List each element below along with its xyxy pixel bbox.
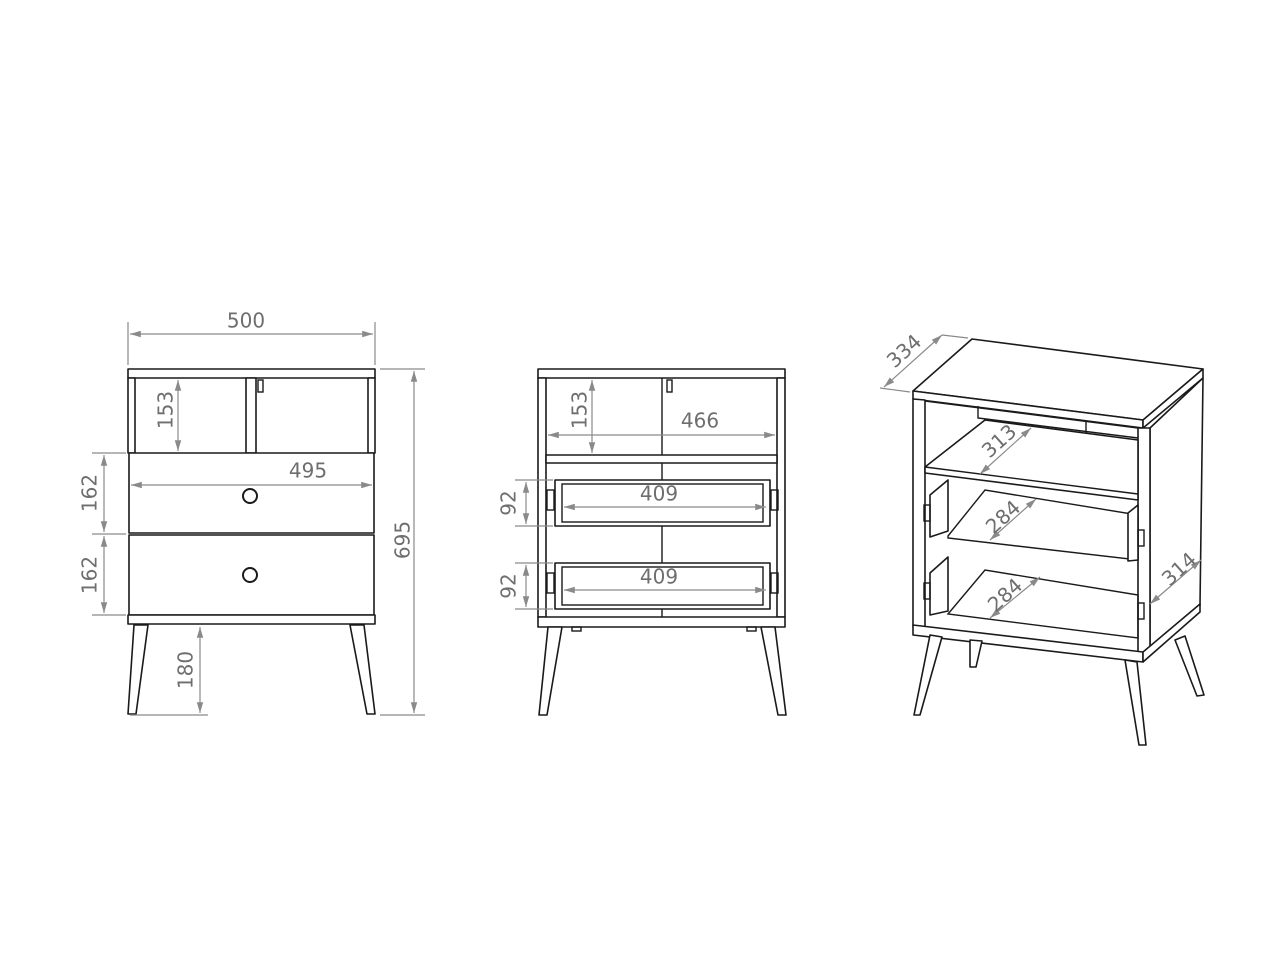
knob-icon bbox=[242, 488, 258, 504]
iso-drawer-top-side bbox=[929, 479, 949, 538]
front-open-view: 153 466 409 409 92 92 bbox=[497, 368, 787, 716]
dim-leg-height: 180 bbox=[174, 651, 198, 689]
dim-drawer-top-inner-width: 409 bbox=[640, 482, 678, 506]
dim-drawer-bottom-depth: 284 bbox=[983, 573, 1027, 616]
dim-drawer-top-height: 162 bbox=[78, 474, 102, 512]
plinth bbox=[127, 614, 376, 625]
iso-plinth bbox=[912, 624, 1144, 663]
drawer-box-bottom bbox=[554, 562, 771, 610]
dim-width-total: 500 bbox=[227, 309, 265, 333]
dim-height-total: 695 bbox=[391, 521, 415, 559]
left-front-edge bbox=[912, 398, 926, 629]
shelf bbox=[545, 454, 778, 464]
lock-detail bbox=[257, 379, 264, 393]
dim-drawer-bottom-inner-width: 409 bbox=[640, 565, 678, 589]
right-side bbox=[367, 377, 376, 454]
drawer-front-bottom bbox=[128, 534, 375, 616]
isometric-view: 334 313 284 284 314 bbox=[879, 329, 1205, 746]
dim-drawer-bottom-height: 162 bbox=[78, 556, 102, 594]
left-side bbox=[127, 377, 136, 454]
center-divider bbox=[245, 377, 257, 454]
dim-drawer-width: 495 bbox=[289, 459, 327, 483]
dim-top-depth: 334 bbox=[882, 329, 926, 372]
dim-inner-width: 466 bbox=[681, 409, 719, 433]
drawer-front-top bbox=[128, 452, 375, 534]
dim-drawer-top-inner-height: 92 bbox=[497, 490, 521, 515]
dim-drawer-bottom-inner-height: 92 bbox=[497, 573, 521, 598]
iso-shelf bbox=[924, 419, 1139, 501]
drawer-box-top bbox=[554, 479, 771, 527]
dim-shelf-height-2: 153 bbox=[568, 391, 592, 429]
dim-drawer-top-depth: 284 bbox=[981, 495, 1025, 538]
hinge-icon bbox=[546, 489, 779, 594]
leg-right bbox=[349, 624, 376, 715]
iso-drawer-bottom-side bbox=[929, 556, 949, 616]
hinge-icon bbox=[923, 504, 1145, 620]
leg-left bbox=[127, 624, 149, 715]
top-panel bbox=[127, 368, 376, 379]
dim-shelf-height: 153 bbox=[154, 391, 178, 429]
front-view: 500 695 153 495 162 162 180 bbox=[78, 309, 425, 716]
knob-icon bbox=[242, 567, 258, 583]
